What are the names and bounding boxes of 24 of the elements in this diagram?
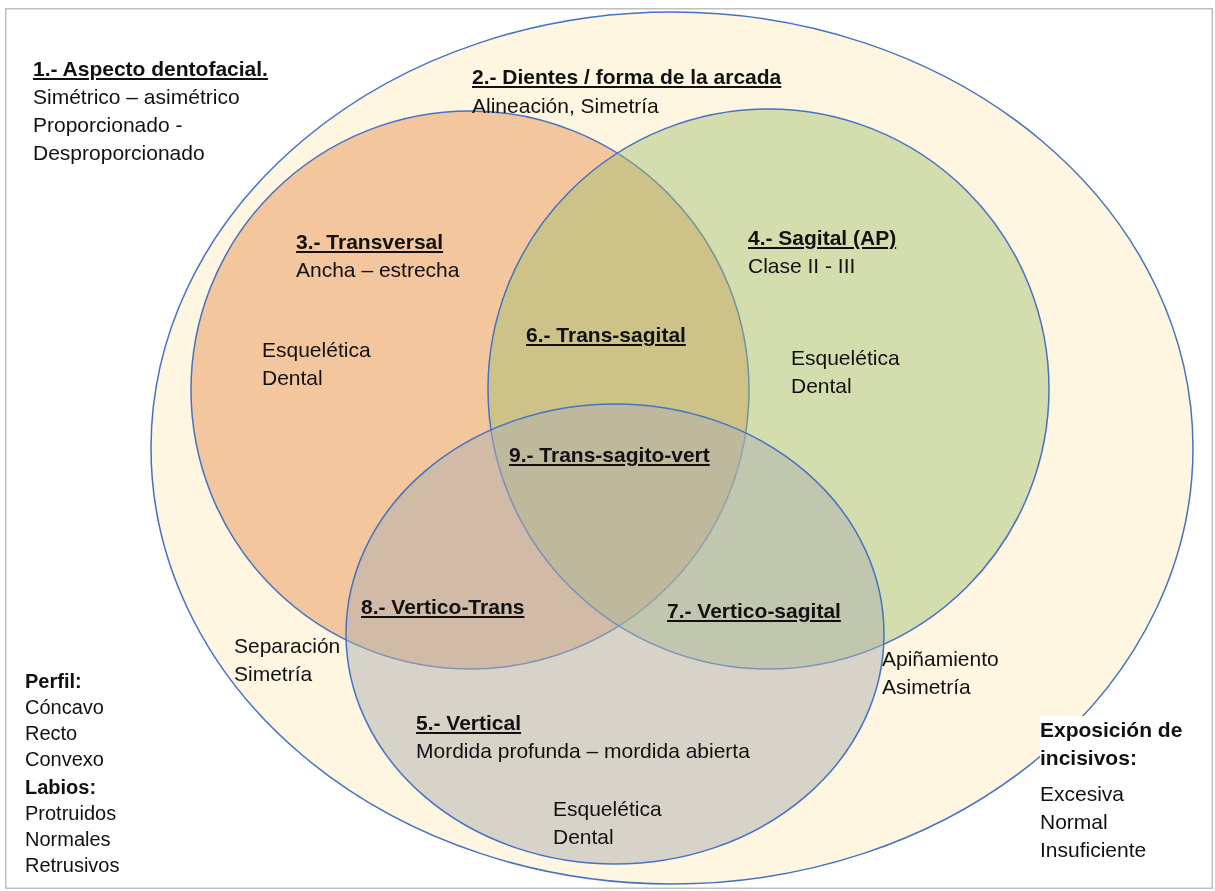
overlap-heading: 8.- Vertico-Trans: [361, 594, 525, 620]
list-text: Excesiva Normal Insuficiente: [1040, 781, 1148, 863]
description-text: Esquelética Dental: [262, 337, 372, 391]
overlap-heading: 9.- Trans-sagito-vert: [509, 442, 710, 468]
overlap-heading: 7.- Vertico-sagital: [667, 598, 841, 624]
description-text: Esquelética Dental: [553, 796, 663, 850]
overlap-heading: 6.- Trans-sagital: [526, 322, 686, 348]
description-text: Esquelética Dental: [791, 345, 901, 399]
heading: 4.- Sagital (AP): [748, 225, 898, 251]
description-text: Apiñamiento Asimetría: [882, 646, 1000, 700]
description-text: Simétrico – asimétrico Proporcionado - Desproporcionado: [33, 84, 241, 166]
description-text: Separación Simetría: [234, 633, 342, 687]
description-text: Alineación, Simetría: [472, 93, 660, 119]
heading: 1.- Aspecto dentofacial.: [33, 56, 269, 82]
description-text: Clase II - III: [748, 253, 857, 279]
list-text: Protruidos Normales Retrusivos: [25, 801, 121, 878]
description-text: Ancha – estrecha: [296, 257, 461, 283]
heading: 2.- Dientes / forma de la arcada: [472, 64, 783, 90]
heading: Labios:: [25, 775, 98, 800]
heading: 5.- Vertical: [416, 710, 523, 736]
list-text: Cóncavo Recto Convexo: [25, 695, 105, 772]
heading: Perfil:: [25, 669, 83, 694]
heading: 3.- Transversal: [296, 229, 445, 255]
description-text: Mordida profunda – mordida abierta: [416, 738, 751, 764]
